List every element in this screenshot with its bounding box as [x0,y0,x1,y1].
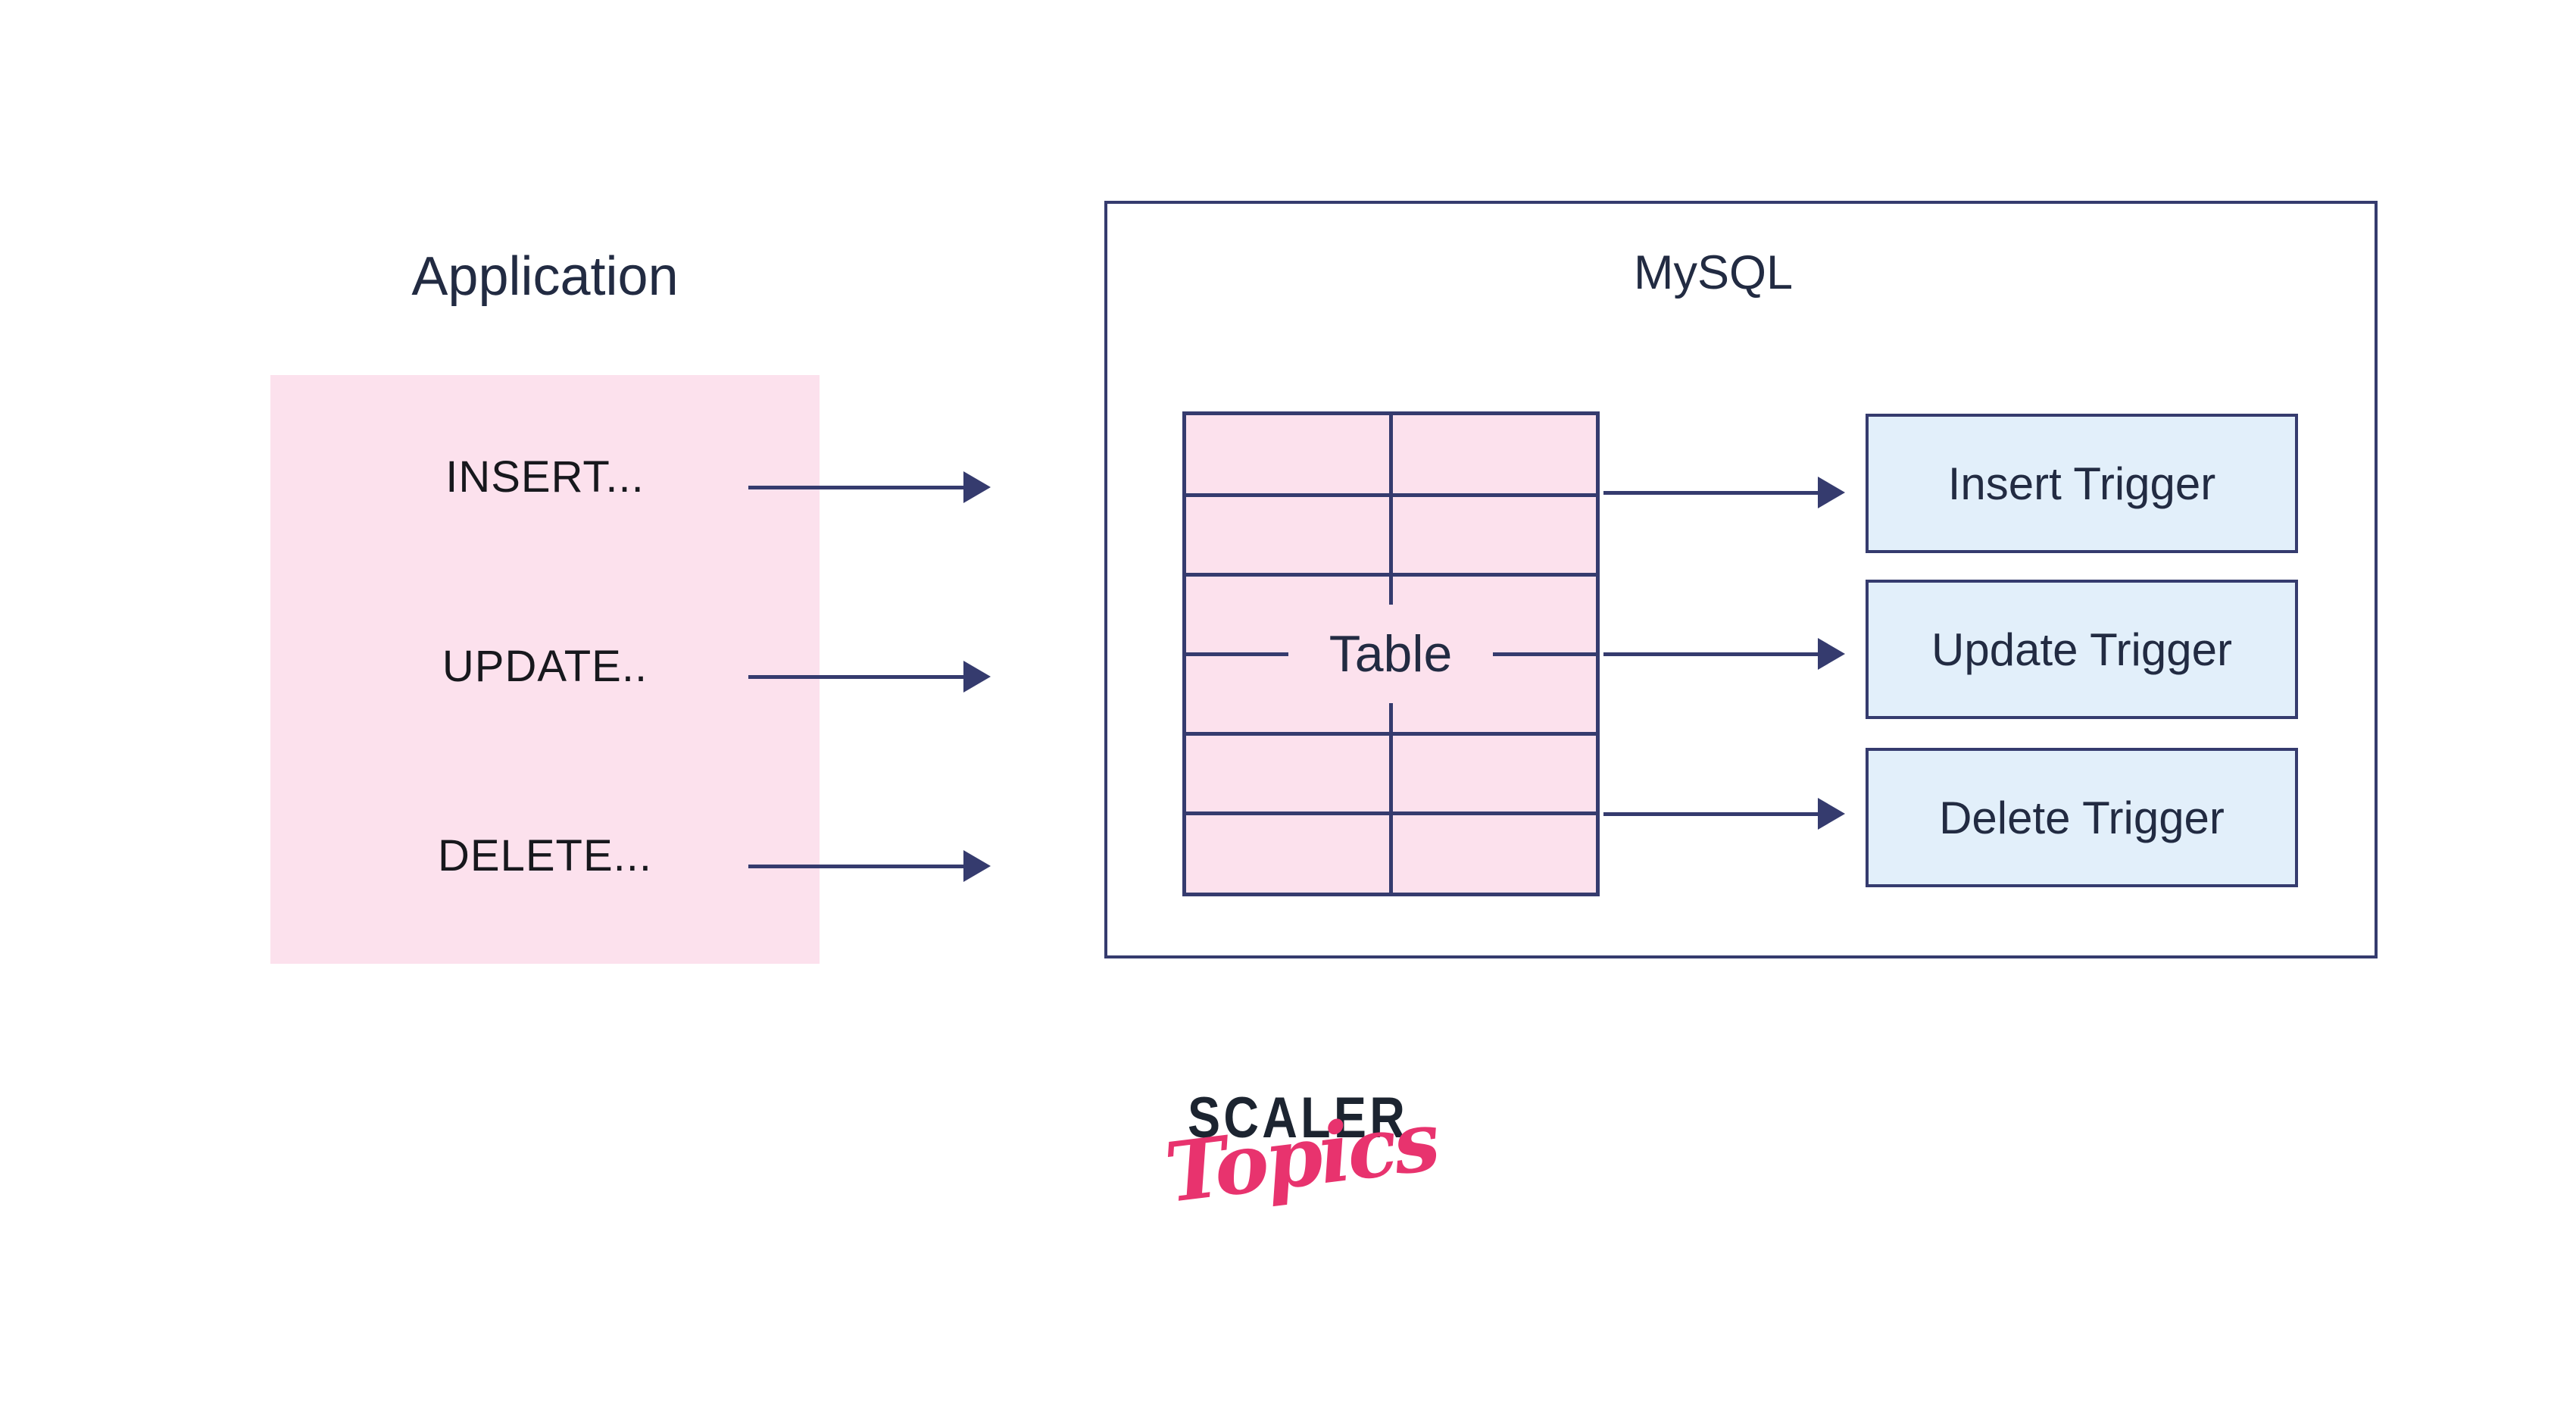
arrow-shaft [1603,491,1818,495]
application-box: INSERT... UPDATE.. DELETE... [270,375,820,964]
arrowhead-icon [1818,477,1845,508]
arrowhead-icon [963,850,991,882]
arrowhead-icon [963,471,991,503]
application-title: Application [411,246,679,307]
arrow-shaft [748,486,963,489]
arrow-shaft [748,865,963,868]
logo-scaler-text: SCALER [1188,1086,1409,1150]
mysql-title: MySQL [1633,246,1794,299]
update-trigger-box: Update Trigger [1866,580,2298,719]
insert-trigger-label: Insert Trigger [1947,458,2216,509]
scaler-topics-logo: SCALER Topics [1160,1080,1539,1330]
arrow-shaft [1603,812,1818,816]
statement-delete: DELETE... [438,831,652,880]
db-table: Table [1182,411,1600,896]
arrowhead-icon [1818,638,1845,670]
statement-insert: INSERT... [445,452,645,502]
table-label: Table [1288,605,1493,703]
arrowhead-icon [963,661,991,693]
delete-trigger-label: Delete Trigger [1939,792,2225,843]
table-label-text: Table [1329,625,1453,683]
insert-trigger-box: Insert Trigger [1866,414,2298,553]
arrowhead-icon [1818,798,1845,830]
delete-trigger-box: Delete Trigger [1866,748,2298,887]
statement-update: UPDATE.. [442,642,648,691]
update-trigger-label: Update Trigger [1931,624,2232,675]
arrow-shaft [748,675,963,679]
arrow-shaft [1603,652,1818,656]
mysql-box: MySQL Table Insert Trigger [1104,201,2378,958]
